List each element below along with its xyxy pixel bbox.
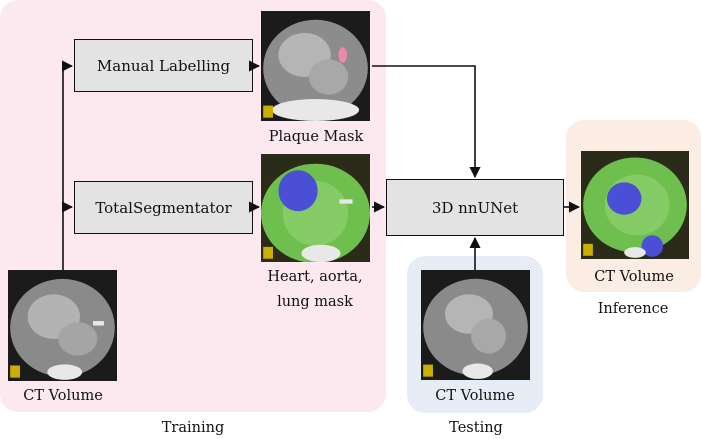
- ct-volume-training-caption: CT Volume: [23, 388, 103, 404]
- ct-volume-testing-caption: CT Volume: [435, 388, 515, 404]
- nnunet-label: 3D nnUNet: [431, 198, 519, 217]
- testing-title: Testing: [449, 420, 503, 436]
- plaque-mask-image: [261, 11, 370, 121]
- ct-volume-training-image: [8, 270, 117, 381]
- ct-volume-inference-caption: CT Volume: [594, 269, 674, 285]
- nnunet-box: 3D nnUNet: [386, 179, 564, 236]
- arrow-plaque-to-nnunet: [372, 65, 481, 179]
- organ-mask-caption-line1: Heart, aorta,: [267, 269, 363, 285]
- ct-volume-testing-image: [421, 270, 530, 380]
- organ-mask-caption-line2: lung mask: [277, 294, 353, 310]
- manual-labelling-label: Manual Labelling: [96, 56, 231, 75]
- totalsegmentator-box: TotalSegmentator: [74, 181, 253, 234]
- totalsegmentator-label: TotalSegmentator: [95, 198, 232, 217]
- organ-mask-caption: Heart, aorta, lung mask: [242, 267, 388, 313]
- organ-mask-image: [261, 154, 370, 262]
- plaque-mask-caption: Plaque Mask: [268, 129, 364, 145]
- inference-title: Inference: [597, 301, 669, 317]
- training-title: Training: [161, 420, 225, 436]
- manual-labelling-box: Manual Labelling: [74, 39, 253, 92]
- ct-volume-inference-image: [581, 151, 689, 259]
